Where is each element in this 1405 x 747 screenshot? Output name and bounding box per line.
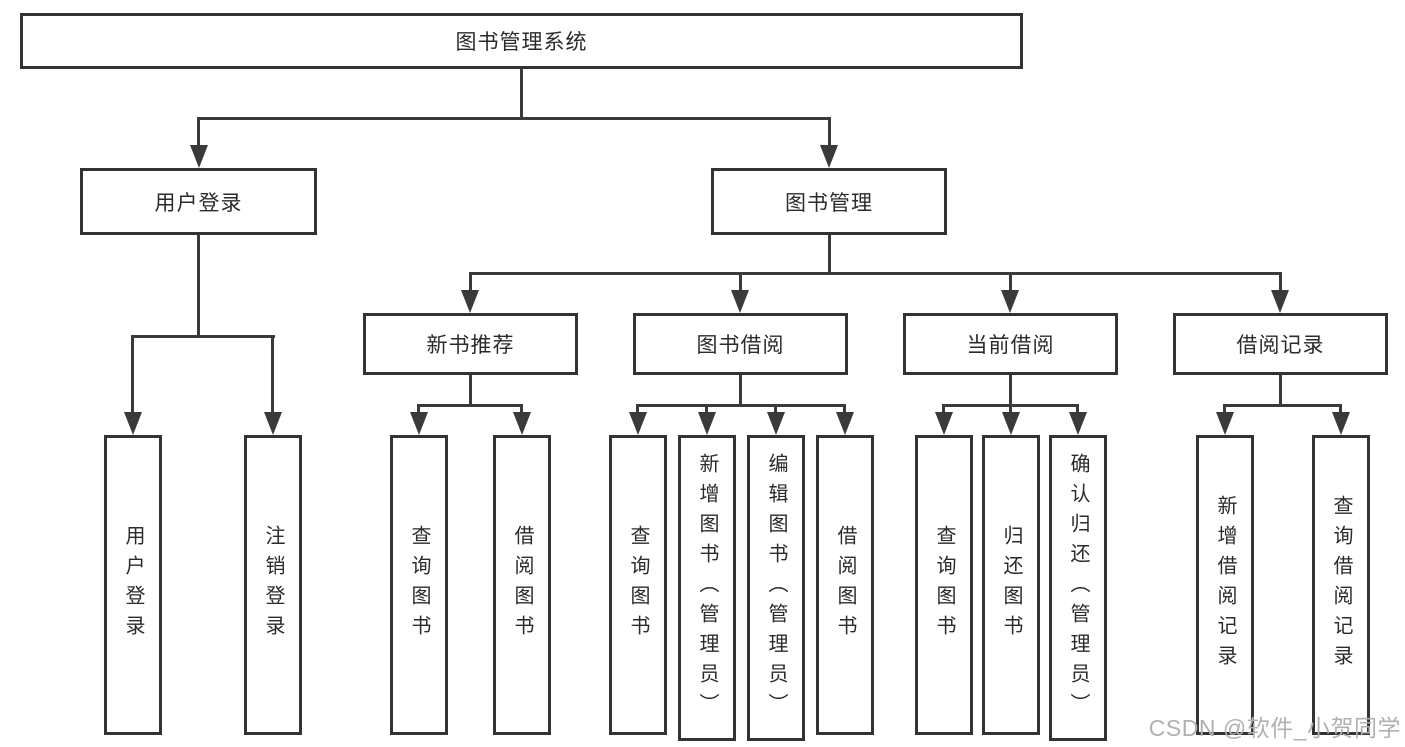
node-label: 查询图书 [408,525,430,645]
connector-line [197,117,200,150]
connector-line [1339,404,1342,414]
watermark: CSDN @软件_小贺同学 [1148,715,1401,741]
node-query-books-recommend: 查询图书 [390,435,448,735]
connector-line [636,404,639,414]
node-library-system: 图书管理系统 [20,13,1023,69]
node-label: 新书推荐 [426,334,515,357]
connector-line [1076,404,1079,414]
connector-line [1279,375,1282,406]
node-user-login-leaf: 用户登录 [104,435,162,735]
connector-line [131,335,275,338]
arrowhead-icon [698,412,716,435]
arrowhead-icon [410,412,428,435]
arrowhead-icon [190,145,208,168]
node-label: 图书借阅 [696,334,785,357]
arrowhead-icon [1216,412,1234,435]
node-label: 确认归还（管理员） [1067,453,1089,723]
arrowhead-icon [1332,412,1350,435]
node-label: 注销登录 [262,525,284,645]
node-label: 用户登录 [122,525,144,645]
arrowhead-icon [820,145,838,168]
arrowhead-icon [1002,412,1020,435]
connector-line [417,404,420,414]
arrowhead-icon [731,290,749,313]
arrowhead-icon [124,412,142,435]
node-label: 用户登录 [154,191,243,215]
node-add-borrow-record: 新增借阅记录 [1196,435,1254,735]
connector-line [828,117,831,150]
node-label: 当前借阅 [966,334,1055,357]
connector-line [774,404,777,414]
node-query-borrow-record: 查询借阅记录 [1312,435,1370,735]
connector-line [636,404,846,407]
node-label: 归还图书 [1000,525,1022,645]
connector-line [520,404,523,414]
node-label: 借阅记录 [1236,334,1325,357]
node-borrow-books-leaf: 借阅图书 [816,435,874,735]
connector-line [739,272,742,292]
connector-line [1009,375,1012,406]
node-new-book-recommend: 新书推荐 [363,313,578,375]
connector-line [1279,272,1282,292]
connector-line [197,117,831,120]
node-borrow-records: 借阅记录 [1173,313,1388,375]
arrowhead-icon [767,412,785,435]
node-logout: 注销登录 [244,435,302,735]
connector-line [417,404,523,407]
arrowhead-icon [836,412,854,435]
node-query-books-borrowing: 查询图书 [609,435,667,735]
connector-line [739,375,742,406]
node-user-login: 用户登录 [80,168,317,235]
connector-line [843,404,846,414]
node-label: 查询借阅记录 [1330,495,1352,675]
arrowhead-icon [629,412,647,435]
node-label: 查询图书 [627,525,649,645]
node-label: 借阅图书 [834,525,856,645]
node-edit-book-admin: 编辑图书（管理员） [747,435,805,741]
node-label: 图书管理 [785,191,873,215]
node-label: 借阅图书 [511,525,533,645]
connector-line [1009,404,1012,414]
arrowhead-icon [1001,290,1019,313]
connector-line [469,272,472,292]
node-query-books-current: 查询图书 [915,435,973,735]
connector-line [520,68,523,119]
arrowhead-icon [264,412,282,435]
connector-line [271,335,274,414]
connector-line [131,335,134,414]
connector-line [1223,404,1342,407]
node-add-book-admin: 新增图书（管理员） [678,435,736,741]
connector-line [197,234,200,336]
node-confirm-return-admin: 确认归还（管理员） [1049,435,1107,741]
connector-line [942,404,945,414]
node-current-borrowing: 当前借阅 [903,313,1118,375]
arrowhead-icon [1069,412,1087,435]
connector-line [1223,404,1226,414]
connector-line [705,404,708,414]
connector-line [469,272,1282,275]
node-label: 图书管理系统 [455,31,588,54]
node-label: 查询图书 [933,525,955,645]
arrowhead-icon [1271,290,1289,313]
arrowhead-icon [461,290,479,313]
node-book-borrowing: 图书借阅 [633,313,848,375]
arrowhead-icon [935,412,953,435]
node-label: 新增借阅记录 [1214,495,1236,675]
node-borrow-books-recommend: 借阅图书 [493,435,551,735]
arrowhead-icon [513,412,531,435]
connector-line [1009,272,1012,292]
connector-line [469,375,472,406]
connector-line [828,235,831,274]
node-book-management: 图书管理 [711,168,947,235]
node-label: 新增图书（管理员） [696,453,718,723]
node-label: 编辑图书（管理员） [765,453,787,723]
node-return-book: 归还图书 [982,435,1040,735]
